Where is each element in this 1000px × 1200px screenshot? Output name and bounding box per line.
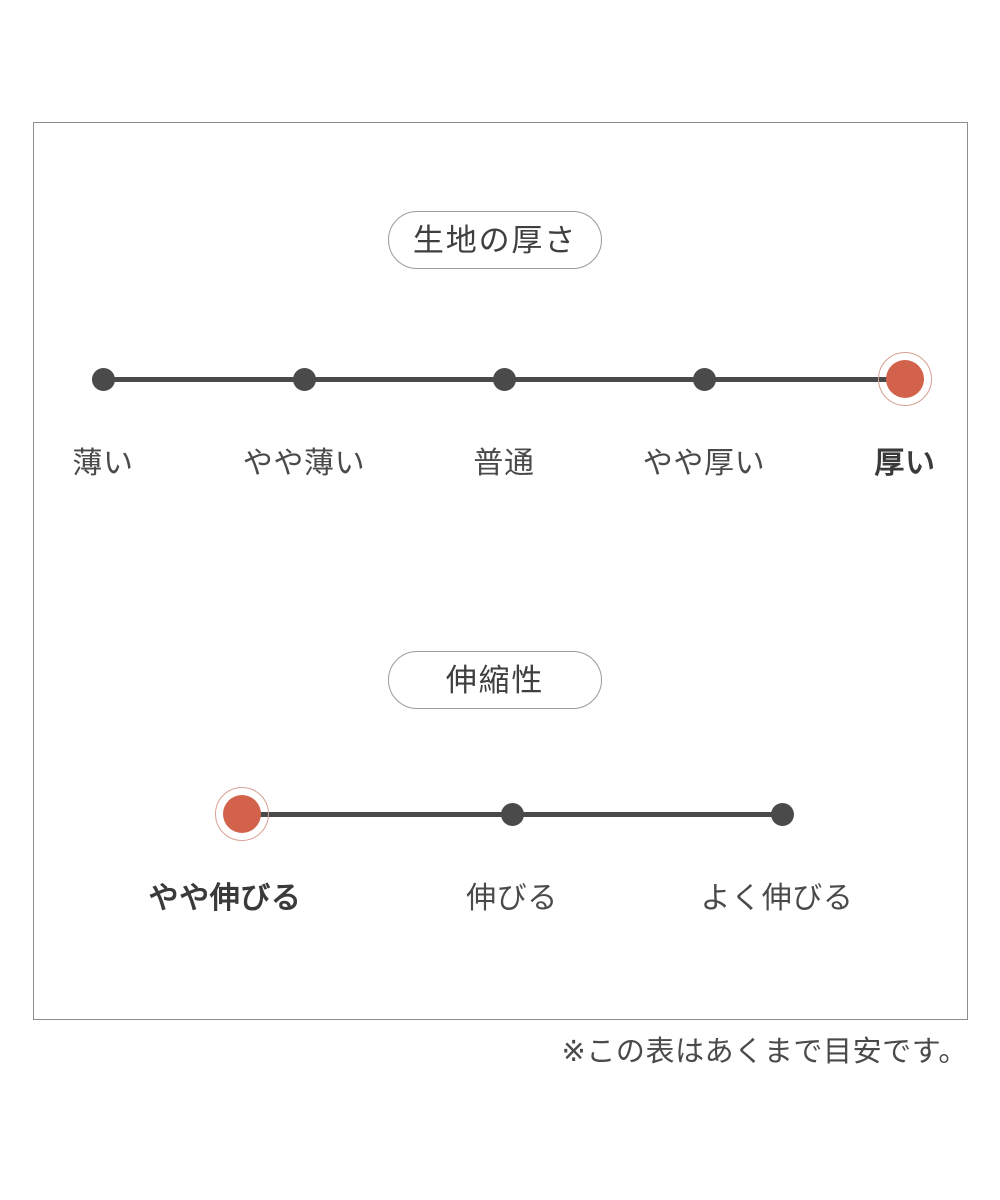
- scale-dot-icon: [692, 367, 716, 391]
- scale-dot-icon: [91, 367, 115, 391]
- disclaimer-note: ※この表はあくまで目安です。: [561, 1036, 968, 1068]
- selection-ring-icon: [215, 787, 269, 841]
- spec-panel: 生地の厚さ 薄い: [33, 122, 968, 1020]
- scale-label-3: やや厚い: [642, 447, 766, 480]
- section-badge-label: 伸縮性: [445, 662, 545, 698]
- scale-label-0: やや伸びる: [148, 882, 302, 915]
- scale-label-1: 伸びる: [466, 882, 558, 915]
- scale-label-4: 厚い: [874, 447, 936, 480]
- section-badge-label: 生地の厚さ: [412, 222, 578, 258]
- scale-dot-icon: [292, 367, 316, 391]
- scale-label-0: 薄い: [72, 447, 134, 480]
- scale-stretchiness: やや伸びる 伸びる よく伸びる: [34, 768, 969, 938]
- scale-label-1: やや薄い: [242, 447, 366, 480]
- scale-label-2: よく伸びる: [700, 882, 854, 915]
- scale-dot-icon: [492, 367, 516, 391]
- section-badge-fabric-thickness: 生地の厚さ: [388, 211, 602, 269]
- section-badge-stretchiness: 伸縮性: [388, 651, 602, 709]
- scale-dot-icon: [770, 802, 794, 826]
- scale-dot-icon: [223, 795, 261, 833]
- scale-fabric-thickness: 薄い やや薄い 普通 やや厚い 厚い: [34, 333, 969, 503]
- scale-label-2: 普通: [473, 447, 535, 480]
- selection-ring-icon: [878, 352, 932, 406]
- scale-dot-icon: [886, 360, 924, 398]
- scale-dot-icon: [500, 802, 524, 826]
